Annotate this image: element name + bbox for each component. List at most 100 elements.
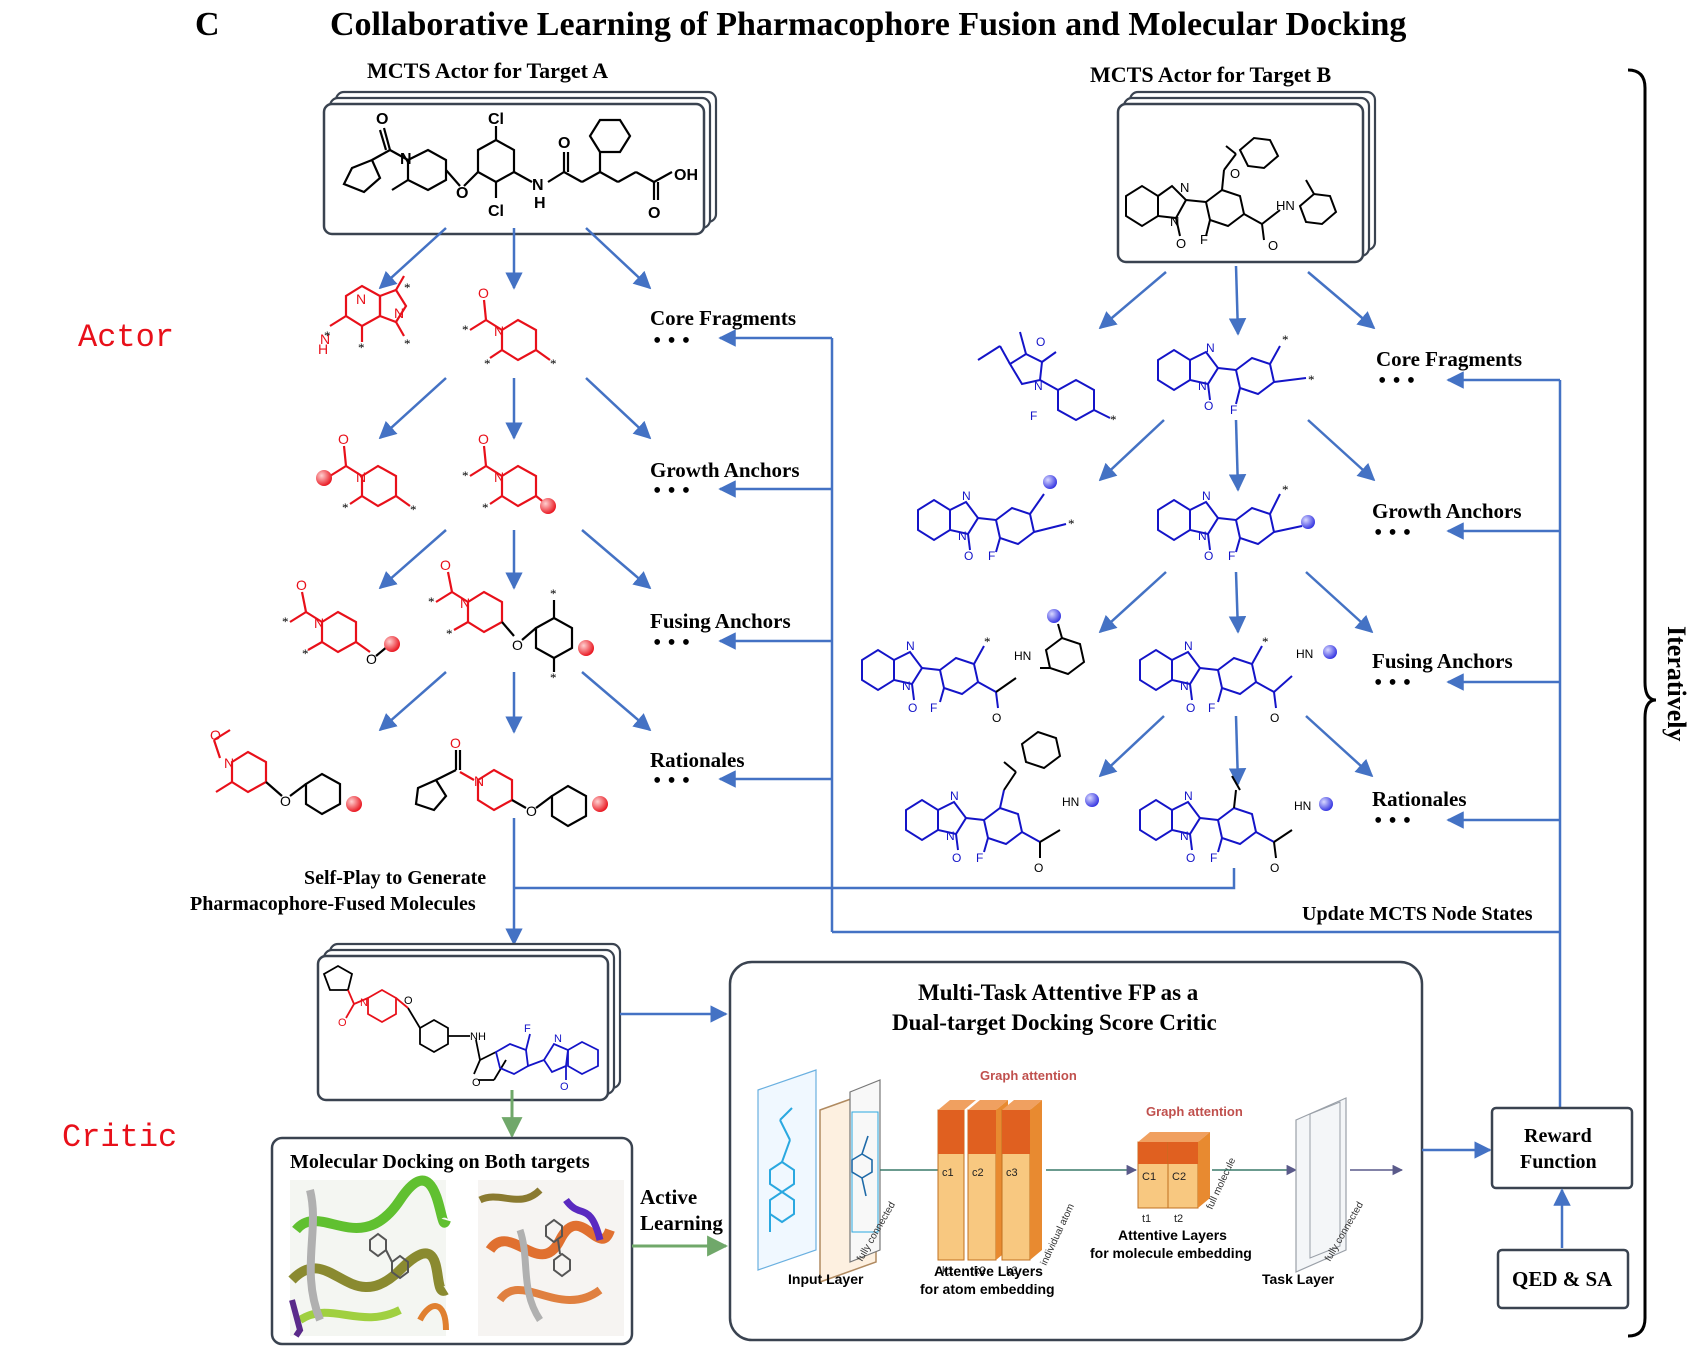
svg-text:N: N <box>494 323 504 339</box>
attachment-star: * <box>358 340 365 355</box>
svg-text:N: N <box>1198 379 1207 393</box>
svg-text:N: N <box>1180 679 1189 693</box>
svg-text:O: O <box>1230 166 1240 181</box>
svg-text:N: N <box>1184 789 1193 803</box>
attention-block <box>1001 1100 1042 1261</box>
attachment-star: * <box>1282 332 1289 347</box>
atom-layers-caption-1: Attentive Layers <box>934 1263 1043 1279</box>
iteratively-bracket <box>1627 68 1657 1338</box>
actor-b-level-labels: Core Fragments Growth Anchors Fusing Anc… <box>1372 347 1522 811</box>
reward-function-line1: Reward <box>1524 1125 1592 1147</box>
svg-text:O: O <box>992 711 1001 725</box>
atom-layer-tags: c1 c2 c3 k1 k2 k3 <box>942 1167 1018 1277</box>
actor-b-fragment-core-1 <box>977 331 1111 422</box>
actor-b-fragment-growth-1 <box>917 493 1067 553</box>
critic-row-label: Critic <box>62 1119 177 1156</box>
ellipsis: • • • <box>1378 368 1415 394</box>
nn-atom-attention-layers: c1 c2 c3 k1 k2 k3 individual atom <box>937 1100 1077 1277</box>
actor-a-ellipses: • • • • • • • • • • • • <box>653 328 690 794</box>
svg-text:N: N <box>1180 829 1189 843</box>
graph-attention-label-1: Graph attention <box>980 1068 1077 1083</box>
actor-b-title: MCTS Actor for Target B <box>1090 62 1331 87</box>
actor-b-rationale-1-phenyl <box>1003 730 1062 858</box>
ellipsis: • • • <box>653 630 690 656</box>
attachment-star: * <box>1110 412 1117 427</box>
svg-text:N: N <box>356 291 366 307</box>
level-label: Fusing Anchors <box>650 609 791 633</box>
svg-text:O: O <box>472 1077 481 1089</box>
update-mcts-label: Update MCTS Node States <box>1302 903 1533 925</box>
active-learning-line2: Learning <box>640 1211 723 1235</box>
svg-text:O: O <box>1186 701 1195 715</box>
figure-title: Collaborative Learning of Pharmacophore … <box>330 6 1406 43</box>
critic-title-line1: Multi-Task Attentive FP as a <box>918 980 1199 1005</box>
k-label: k2 <box>974 1265 986 1277</box>
task-layer-caption: Task Layer <box>1262 1271 1335 1287</box>
svg-text:F: F <box>988 549 995 563</box>
svg-text:O: O <box>440 557 451 573</box>
actor-a-rationale-2-piperidine <box>459 768 514 812</box>
svg-text:F: F <box>1208 701 1215 715</box>
actor-a-level-labels: Core Fragments Growth Anchors Fusing Anc… <box>650 306 800 772</box>
actor-b-rationale-2 <box>1139 798 1275 853</box>
svg-text:O: O <box>1186 851 1195 865</box>
svg-text:N: N <box>906 639 915 653</box>
svg-text:O: O <box>280 793 291 809</box>
svg-text:N: N <box>532 177 544 194</box>
actor-a-rationale-1 <box>212 729 268 794</box>
svg-text:F: F <box>1228 549 1235 563</box>
svg-text:O: O <box>338 1017 347 1029</box>
svg-text:F: F <box>1030 409 1037 423</box>
attachment-star: * <box>1262 634 1269 649</box>
svg-text:F: F <box>930 701 937 715</box>
attachment-star: * <box>302 646 309 661</box>
svg-text:F: F <box>1210 851 1217 865</box>
attachment-star: * <box>428 594 435 609</box>
ellipsis: • • • <box>1374 670 1411 696</box>
svg-text:H: H <box>318 341 328 357</box>
svg-text:N: N <box>554 1033 562 1045</box>
molecule-graph-icon <box>769 1107 795 1232</box>
actor-a-fragment-growth-2 <box>469 445 547 508</box>
reward-function-line2: Function <box>1520 1151 1597 1173</box>
level-label: Growth Anchors <box>1372 499 1522 523</box>
svg-text:N: N <box>494 469 504 485</box>
selfplay-lines <box>505 818 1236 946</box>
fusing-anchor-ball <box>1323 645 1337 659</box>
level-label: Fusing Anchors <box>1372 649 1513 673</box>
c-label: c2 <box>972 1167 984 1179</box>
svg-text:N: N <box>1198 529 1207 543</box>
actor-a-fragment-core <box>329 275 408 342</box>
svg-text:HN: HN <box>1296 647 1313 661</box>
svg-text:O: O <box>1036 335 1045 349</box>
svg-text:N: N <box>400 151 412 168</box>
growth-anchor-ball <box>316 470 332 486</box>
C-label: C2 <box>1172 1171 1186 1183</box>
svg-text:F: F <box>524 1023 531 1035</box>
ellipsis: • • • <box>653 478 690 504</box>
molecule-b-atoms: N N O F O O HN <box>1170 166 1295 253</box>
svg-text:O: O <box>526 803 537 819</box>
svg-text:H: H <box>534 195 546 212</box>
rationale-anchor-ball <box>346 796 362 812</box>
nn-input-layer: fully connected <box>757 1069 898 1284</box>
critic-box: Multi-Task Attentive FP as a Dual-target… <box>728 960 1424 1342</box>
actor-b-rationale-2-methoxy <box>1231 775 1293 859</box>
svg-text:NH: NH <box>470 1031 486 1043</box>
svg-text:N: N <box>314 615 324 631</box>
svg-text:O: O <box>478 431 489 447</box>
actor-a-fragment-fusing-1 <box>289 591 371 654</box>
svg-text:O: O <box>1176 236 1186 251</box>
attachment-star: * <box>462 322 469 337</box>
rationale-anchor-ball <box>1085 793 1099 807</box>
svg-text:O: O <box>210 727 221 743</box>
svg-text:O: O <box>456 185 468 202</box>
actor-a-rationale-1-aryl <box>265 772 342 816</box>
actor-a-fusing-labels: O N O N O O <box>296 557 523 667</box>
actor-a-rationale-2-aryl <box>511 784 588 828</box>
attachment-star: * <box>484 356 491 371</box>
svg-text:O: O <box>560 1081 569 1093</box>
attachment-star: * <box>550 670 557 685</box>
svg-text:O: O <box>1204 549 1213 563</box>
